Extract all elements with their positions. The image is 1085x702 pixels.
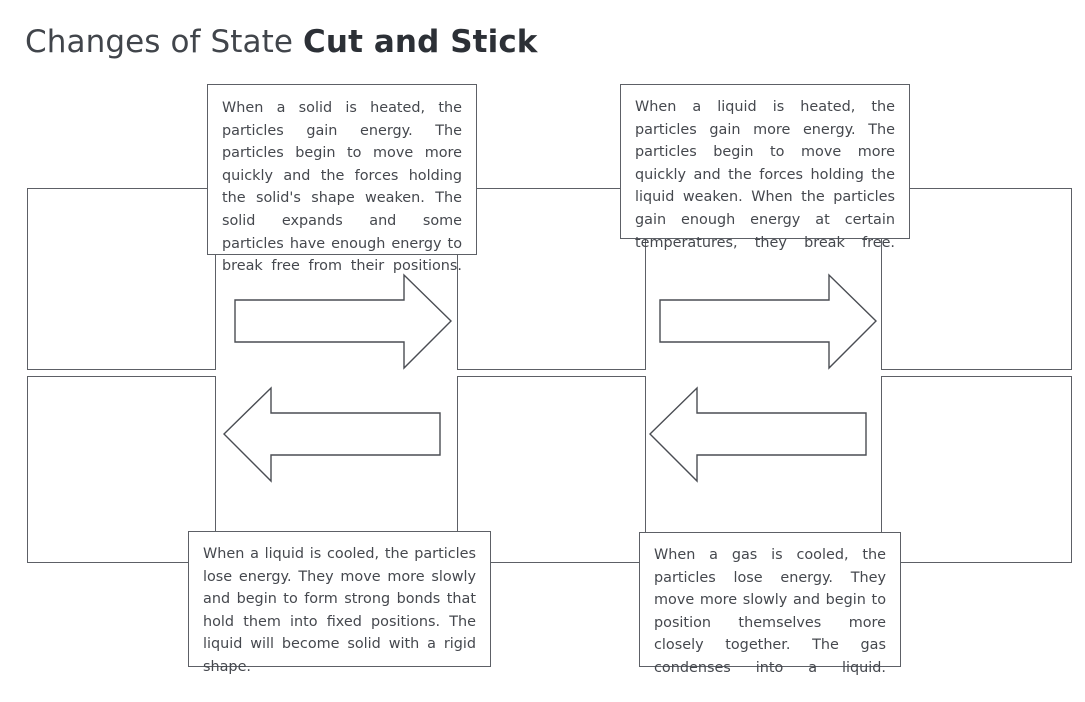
answer-box-top-left[interactable]: [27, 188, 216, 370]
answer-box-top-middle[interactable]: [457, 188, 646, 370]
page-title-light: Changes of State: [25, 24, 304, 60]
arrow-right-melting: [234, 273, 452, 370]
text-card-liquid-cooled-body: When a liquid is cooled, the particles l…: [203, 546, 476, 675]
text-card-liquid-heated[interactable]: When a liquid is heated, the particles g…: [620, 84, 910, 251]
arrow-left-freezing: [223, 386, 441, 483]
arrow-right-evaporating: [659, 273, 877, 370]
answer-box-bottom-right[interactable]: [881, 376, 1072, 563]
text-card-liquid-cooled[interactable]: When a liquid is cooled, the particles l…: [188, 531, 491, 675]
text-card-gas-cooled-body: When a gas is cooled, the particles lose…: [654, 547, 886, 676]
answer-box-bottom-left[interactable]: [27, 376, 216, 563]
text-card-liquid-heated-body: When a liquid is heated, the particles g…: [635, 99, 895, 251]
arrow-left-condensing: [649, 386, 867, 483]
page-title-bold: Cut and Stick: [303, 24, 538, 60]
text-card-solid-heated[interactable]: When a solid is heated, the particles ga…: [207, 84, 477, 274]
text-card-solid-heated-body: When a solid is heated, the particles ga…: [222, 100, 462, 275]
page-title: Changes of State Cut and Stick: [25, 20, 538, 64]
text-card-gas-cooled[interactable]: When a gas is cooled, the particles lose…: [639, 532, 901, 676]
answer-box-top-right[interactable]: [881, 188, 1072, 370]
